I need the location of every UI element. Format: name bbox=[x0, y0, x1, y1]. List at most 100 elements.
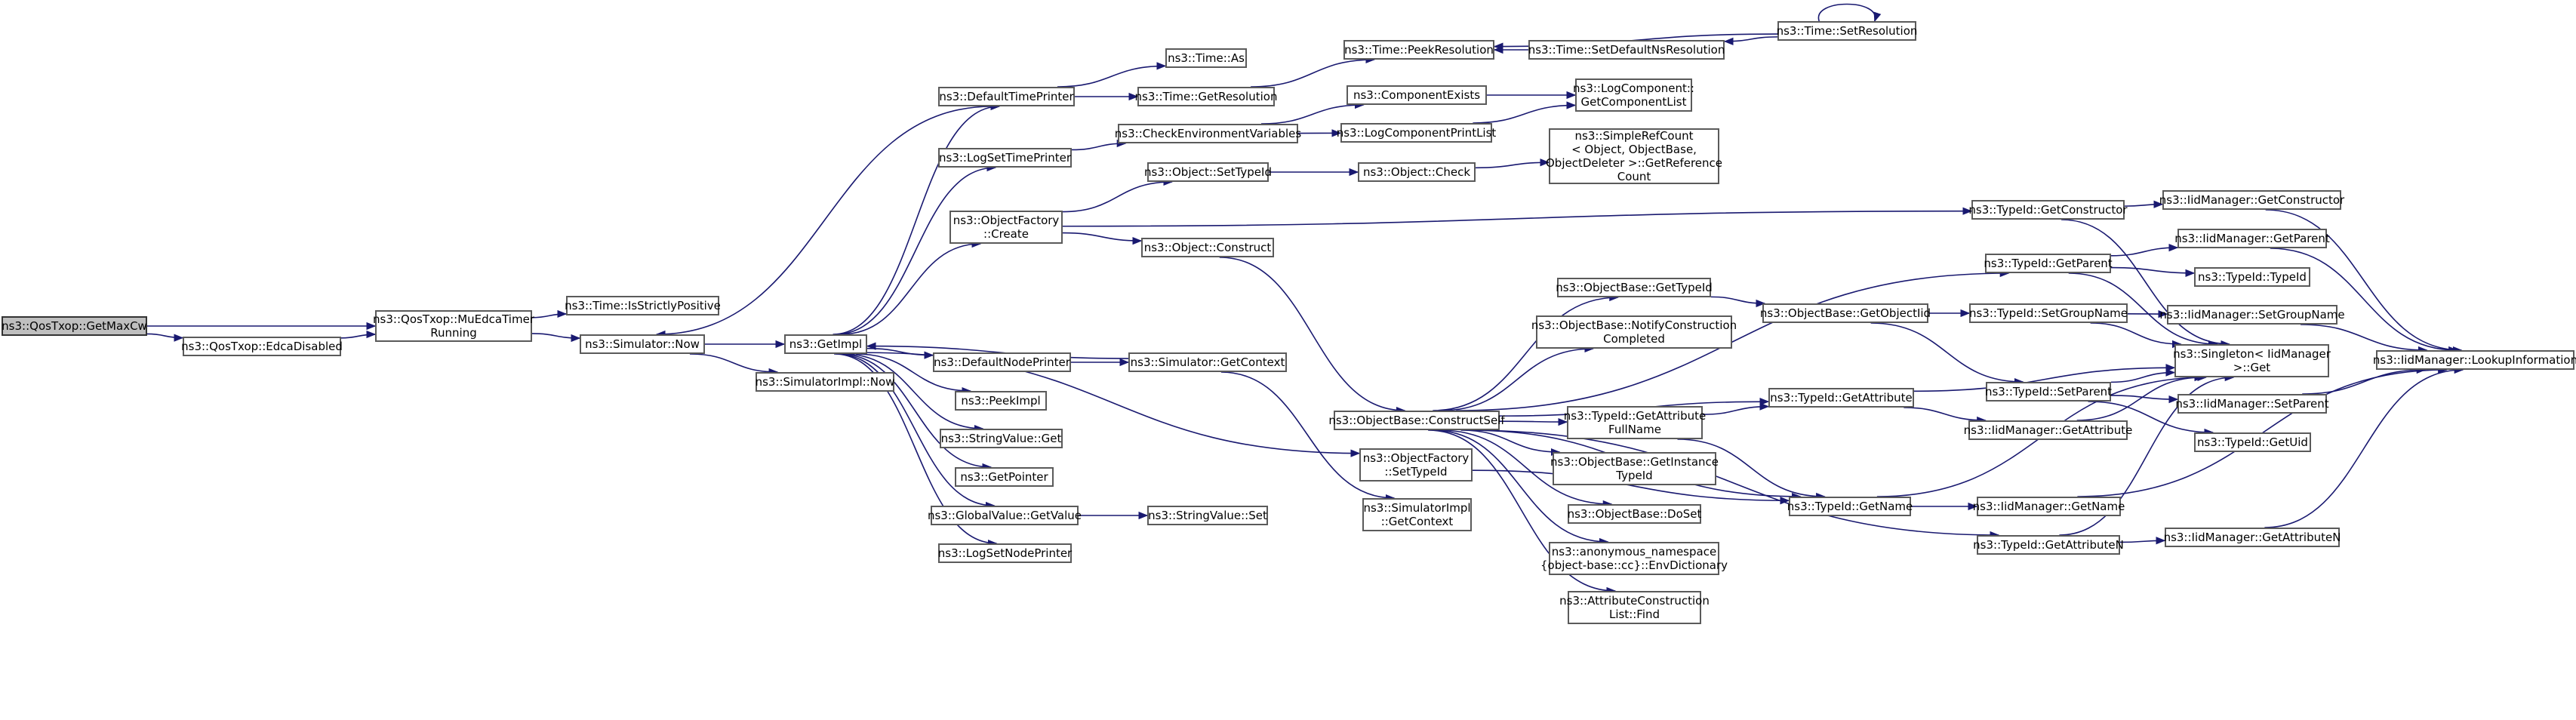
node-time-isstrictlypositive[interactable]: ns3::Time::IsStrictlyPositive bbox=[565, 296, 721, 315]
node-object-check[interactable]: ns3::Object::Check bbox=[1358, 162, 1476, 182]
node-stringvalue-set[interactable]: ns3::StringValue::Set bbox=[1147, 506, 1268, 525]
node-iidmanager-getparent[interactable]: ns3::IidManager::GetParent bbox=[2174, 229, 2330, 248]
node-simplerefcount-getreferencecount[interactable]: ns3::SimpleRefCount< Object, ObjectBase,… bbox=[1546, 128, 1722, 184]
node-label-line: ns3::AttributeConstruction bbox=[1559, 594, 1710, 608]
node-label-line: ns3::SimulatorImpl::Now bbox=[755, 375, 895, 389]
node-iidmanager-lookupinformation[interactable]: ns3::IidManager::LookupInformation bbox=[2373, 350, 2576, 370]
node-peekimpl[interactable]: ns3::PeekImpl bbox=[955, 391, 1047, 411]
node-qostxop-getmaxcw[interactable]: ns3::QosTxop::GetMaxCw bbox=[2, 316, 147, 336]
node-objectbase-gettypeid[interactable]: ns3::ObjectBase::GetTypeId bbox=[1556, 278, 1713, 297]
node-label-line: ns3::TypeId::SetGroupName bbox=[1968, 306, 2128, 320]
node-typeid-getattribute[interactable]: ns3::TypeId::GetAttribute bbox=[1768, 388, 1914, 408]
node-stringvalue-get[interactable]: ns3::StringValue::Get bbox=[940, 429, 1063, 448]
node-objectbase-getobjectiid[interactable]: ns3::ObjectBase::GetObjectIid bbox=[1759, 303, 1931, 323]
node-logsettimeprinter[interactable]: ns3::LogSetTimePrinter bbox=[938, 148, 1072, 168]
node-simulator-getcontext[interactable]: ns3::Simulator::GetContext bbox=[1128, 352, 1287, 372]
node-iidmanager-setgroupname[interactable]: ns3::IidManager::SetGroupName bbox=[2159, 305, 2345, 325]
node-object-construct[interactable]: ns3::Object::Construct bbox=[1141, 238, 1274, 257]
node-defaulttimeprinter[interactable]: ns3::DefaultTimePrinter bbox=[938, 87, 1075, 106]
node-object-settypeid[interactable]: ns3::Object::SetTypeId bbox=[1144, 162, 1272, 182]
node-label-line: ns3::TypeId::SetParent bbox=[1984, 385, 2113, 398]
node-checkenvironmentvariables[interactable]: ns3::CheckEnvironmentVariables bbox=[1114, 124, 1302, 143]
node-typeid-setparent[interactable]: ns3::TypeId::SetParent bbox=[1984, 382, 2113, 402]
node-logsetnodeprinter[interactable]: ns3::LogSetNodePrinter bbox=[938, 543, 1072, 563]
node-simulatorimpl-getcontext[interactable]: ns3::SimulatorImpl::GetContext bbox=[1362, 498, 1472, 531]
node-label-line: < Object, ObjectBase, bbox=[1571, 143, 1697, 156]
call-edge bbox=[1904, 407, 1987, 425]
node-typeid-getparent[interactable]: ns3::TypeId::GetParent bbox=[1984, 254, 2113, 273]
call-edge bbox=[1710, 296, 1766, 308]
node-label-line: ns3::ObjectBase::GetTypeId bbox=[1556, 281, 1713, 294]
node-typeid-getconstructor[interactable]: ns3::TypeId::GetConstructor bbox=[1968, 200, 2128, 220]
node-simulatorimpl-now[interactable]: ns3::SimulatorImpl::Now bbox=[756, 372, 894, 392]
node-label-line: ns3::Time::IsStrictlyPositive bbox=[565, 299, 721, 312]
node-getimpl[interactable]: ns3::GetImpl bbox=[784, 334, 867, 354]
node-iidmanager-getconstructor[interactable]: ns3::IidManager::GetConstructor bbox=[2159, 190, 2344, 210]
node-typeid-getname[interactable]: ns3::TypeId::GetName bbox=[1787, 497, 1913, 516]
node-iidmanager-getattribute[interactable]: ns3::IidManager::GetAttribute bbox=[1964, 420, 2132, 440]
node-iidmanager-getname[interactable]: ns3::IidManager::GetName bbox=[1973, 497, 2125, 516]
node-objectfactory-create[interactable]: ns3::ObjectFactory::Create bbox=[949, 211, 1063, 244]
call-edge bbox=[1913, 364, 2176, 392]
node-label-line: ns3::ObjectFactory bbox=[953, 214, 1060, 227]
node-typeid-typeid[interactable]: ns3::TypeId::TypeId bbox=[2194, 267, 2310, 287]
call-edge bbox=[1260, 100, 1365, 125]
node-getpointer[interactable]: ns3::GetPointer bbox=[955, 467, 1054, 487]
call-edge bbox=[1251, 55, 1376, 88]
node-logcomponentprintlist[interactable]: ns3::LogComponentPrintList bbox=[1337, 123, 1496, 143]
node-qostxop-edcadisabled[interactable]: ns3::QosTxop::EdcaDisabled bbox=[181, 337, 343, 356]
node-typeid-setgroupname[interactable]: ns3::TypeId::SetGroupName bbox=[1969, 303, 2128, 323]
node-label-line: ns3::TypeId::GetAttribute bbox=[1770, 391, 1913, 405]
node-singleton-iidmanager-get[interactable]: ns3::Singleton< IidManager>::Get bbox=[2173, 344, 2331, 377]
node-time-setdefaultnsresolution[interactable]: ns3::Time::SetDefaultNsResolution bbox=[1528, 40, 1725, 60]
node-objectbase-doset[interactable]: ns3::ObjectBase::DoSet bbox=[1568, 504, 1701, 524]
call-edge bbox=[531, 309, 568, 318]
node-label-line: ns3::Time::SetResolution bbox=[1776, 24, 1918, 38]
node-time-setresolution[interactable]: ns3::Time::SetResolution bbox=[1776, 21, 1918, 41]
node-typeid-getuid[interactable]: ns3::TypeId::GetUid bbox=[2194, 432, 2311, 452]
call-edge bbox=[1428, 429, 1617, 595]
node-simulator-now[interactable]: ns3::Simulator::Now bbox=[580, 334, 705, 354]
node-label-line: ns3::ObjectBase::GetInstance bbox=[1550, 455, 1719, 469]
call-edge bbox=[2110, 395, 2179, 404]
node-time-as[interactable]: ns3::Time::As bbox=[1165, 48, 1247, 68]
node-componentexists[interactable]: ns3::ComponentExists bbox=[1346, 85, 1487, 105]
call-edge bbox=[1677, 438, 1826, 501]
call-edge bbox=[1472, 469, 1790, 505]
node-time-getresolution[interactable]: ns3::Time::GetResolution bbox=[1135, 87, 1277, 106]
call-edge bbox=[1071, 139, 1127, 151]
node-label-line: {object-base::cc}::EnvDictionary bbox=[1540, 558, 1728, 572]
node-iidmanager-setparent[interactable]: ns3::IidManager::SetParent bbox=[2175, 394, 2329, 414]
call-edge bbox=[1499, 417, 1568, 426]
node-globalvalue-getvalue[interactable]: ns3::GlobalValue::GetValue bbox=[928, 506, 1082, 525]
node-label-line: ns3::CheckEnvironmentVariables bbox=[1114, 127, 1302, 140]
node-label-line: ns3::StringValue::Set bbox=[1148, 509, 1267, 522]
node-defaultnodeprinter[interactable]: ns3::DefaultNodePrinter bbox=[933, 352, 1071, 372]
node-label-line: ns3::Time::SetDefaultNsResolution bbox=[1528, 43, 1725, 57]
call-edge bbox=[2068, 272, 2218, 349]
call-edge bbox=[2110, 368, 2176, 383]
node-objectbase-constructself[interactable]: ns3::ObjectBase::ConstructSelf bbox=[1328, 411, 1505, 430]
node-objectfactory-settypeid[interactable]: ns3::ObjectFactory::SetTypeId bbox=[1359, 448, 1473, 482]
node-typeid-getattributen[interactable]: ns3::TypeId::GetAttributeN bbox=[1973, 535, 2124, 555]
node-iidmanager-getattributen[interactable]: ns3::IidManager::GetAttributeN bbox=[2164, 528, 2341, 547]
call-edge bbox=[2265, 209, 2463, 355]
node-label-line: ns3::GetImpl bbox=[789, 337, 863, 351]
node-logcomponent-getcomponentlist[interactable]: ns3::LogComponent::GetComponentList bbox=[1573, 78, 1694, 112]
node-label-line: Running bbox=[430, 326, 477, 340]
node-label-line: ns3::ObjectBase::GetObjectIid bbox=[1759, 306, 1931, 320]
node-label-line: ns3::TypeId::GetName bbox=[1787, 500, 1913, 513]
node-label-line: ns3::Time::As bbox=[1168, 51, 1245, 65]
node-time-peekresolution[interactable]: ns3::Time::PeekResolution bbox=[1343, 40, 1494, 60]
node-label-line: ns3::IidManager::SetGroupName bbox=[2159, 308, 2345, 322]
call-edge bbox=[1220, 371, 1396, 503]
node-label-line: ns3::Object::SetTypeId bbox=[1144, 165, 1272, 179]
node-anonymous-namespace-envdictionary[interactable]: ns3::anonymous_namespace{object-base::cc… bbox=[1540, 542, 1728, 575]
